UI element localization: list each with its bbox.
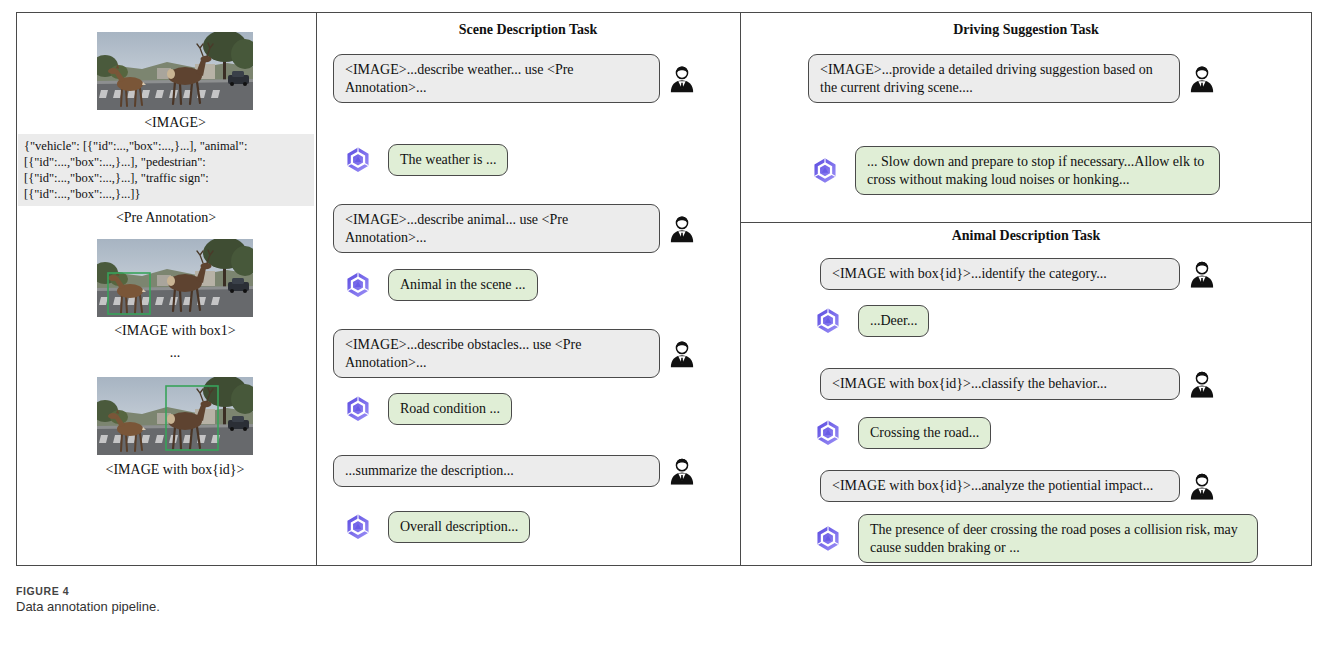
assistant-icon xyxy=(817,309,838,333)
task-panel: Scene Description Task <IMAGE>...describe… xyxy=(316,12,740,566)
user-icon xyxy=(671,66,693,92)
prompt-bubble: <IMAGE with box{id}>...identify the cate… xyxy=(820,258,1180,290)
assistant-icon xyxy=(347,515,368,539)
column-divider xyxy=(740,13,741,566)
scene-photo xyxy=(92,30,259,110)
response-bubble: The presence of deer crossing the road p… xyxy=(858,514,1258,563)
response-text: Road condition ... xyxy=(400,400,500,418)
image-label: <IMAGE with box1> xyxy=(25,322,325,340)
user-icon xyxy=(671,459,693,485)
user-icon xyxy=(671,216,693,242)
prompt-bubble: <IMAGE>...describe obstacles... use <Pre… xyxy=(333,329,660,378)
image-label: <IMAGE with box{id}> xyxy=(25,461,325,479)
prompt-text: <IMAGE>...provide a detailed driving sug… xyxy=(820,61,1168,96)
response-bubble: The weather is ... xyxy=(388,144,508,176)
row-divider xyxy=(741,222,1312,223)
response-text: Animal in the scene ... xyxy=(400,276,526,294)
scene-images xyxy=(92,30,259,455)
assistant-icon xyxy=(347,273,368,297)
user-icon xyxy=(671,341,693,367)
prompt-text: <IMAGE>...describe obstacles... use <Pre… xyxy=(345,336,648,371)
user-icon xyxy=(1191,372,1213,398)
task-panel: Driving Suggestion Task <IMAGE>...provide… xyxy=(740,12,1312,222)
task-panel: Animal Description Task <IMAGE with box{i… xyxy=(740,222,1312,566)
response-text: Crossing the road... xyxy=(870,424,979,442)
panel-title: Driving Suggestion Task xyxy=(740,21,1312,39)
response-bubble: Crossing the road... xyxy=(858,417,991,449)
prompt-bubble: <IMAGE>...provide a detailed driving sug… xyxy=(808,54,1180,103)
panel-title: Animal Description Task xyxy=(740,227,1312,245)
user-icon xyxy=(1191,262,1213,288)
assistant-icon xyxy=(814,158,835,182)
response-text: ... Slow down and prepare to stop if nec… xyxy=(867,153,1208,188)
user-icon xyxy=(1191,66,1213,92)
assistant-icon xyxy=(817,421,838,445)
image-label: <IMAGE> xyxy=(25,114,325,132)
prompt-bubble: <IMAGE with box{id}>...analyze the potie… xyxy=(820,470,1180,502)
prompt-text: <IMAGE with box{id}>...identify the cate… xyxy=(832,265,1168,283)
prompt-text: <IMAGE with box{id}>...classify the beha… xyxy=(832,375,1168,393)
response-text: ...Deer... xyxy=(870,312,917,330)
figure-caption: Data annotation pipeline. xyxy=(16,599,160,615)
panel-title: Scene Description Task xyxy=(316,21,740,39)
response-text: Overall description... xyxy=(400,518,518,536)
assistant-icon xyxy=(347,148,368,172)
prompt-text: <IMAGE with box{id}>...analyze the potie… xyxy=(832,477,1168,495)
response-bubble: ... Slow down and prepare to stop if nec… xyxy=(855,146,1220,195)
response-text: The presence of deer crossing the road p… xyxy=(870,521,1246,556)
response-bubble: ...Deer... xyxy=(858,305,929,337)
prompt-bubble: <IMAGE>...describe animal... use <Pre An… xyxy=(333,204,660,253)
response-bubble: Road condition ... xyxy=(388,393,512,425)
response-text: The weather is ... xyxy=(400,151,496,169)
figure-number: FIGURE 4 xyxy=(16,582,69,600)
ellipsis: ... xyxy=(25,344,325,362)
user-icon xyxy=(1191,474,1213,500)
prompt-text: <IMAGE>...describe weather... use <Pre A… xyxy=(345,61,648,96)
scene-photo xyxy=(92,375,259,455)
annotation-box: {"vehicle": [{"id":...,"box":...,}...], … xyxy=(18,134,314,206)
annotation-text: {"vehicle": [{"id":...,"box":...,}...], … xyxy=(24,138,308,202)
prompt-bubble: <IMAGE with box{id}>...classify the beha… xyxy=(820,368,1180,400)
outer-frame xyxy=(17,13,1312,566)
prompt-text: <IMAGE>...describe animal... use <Pre An… xyxy=(345,211,648,246)
figure-frame xyxy=(17,13,1312,566)
bounding-box xyxy=(108,273,150,314)
response-bubble: Animal in the scene ... xyxy=(388,269,538,301)
column-divider xyxy=(316,13,317,566)
assistant-icon xyxy=(347,397,368,421)
scene-photo xyxy=(92,237,259,317)
prompt-bubble: ...summarize the description... xyxy=(333,455,660,487)
annotation-label: <Pre Annotation> xyxy=(16,209,316,227)
assistant-icon xyxy=(817,526,838,550)
prompt-text: ...summarize the description... xyxy=(345,462,648,480)
response-bubble: Overall description... xyxy=(388,511,530,543)
bounding-box xyxy=(166,386,218,450)
prompt-bubble: <IMAGE>...describe weather... use <Pre A… xyxy=(333,54,660,103)
